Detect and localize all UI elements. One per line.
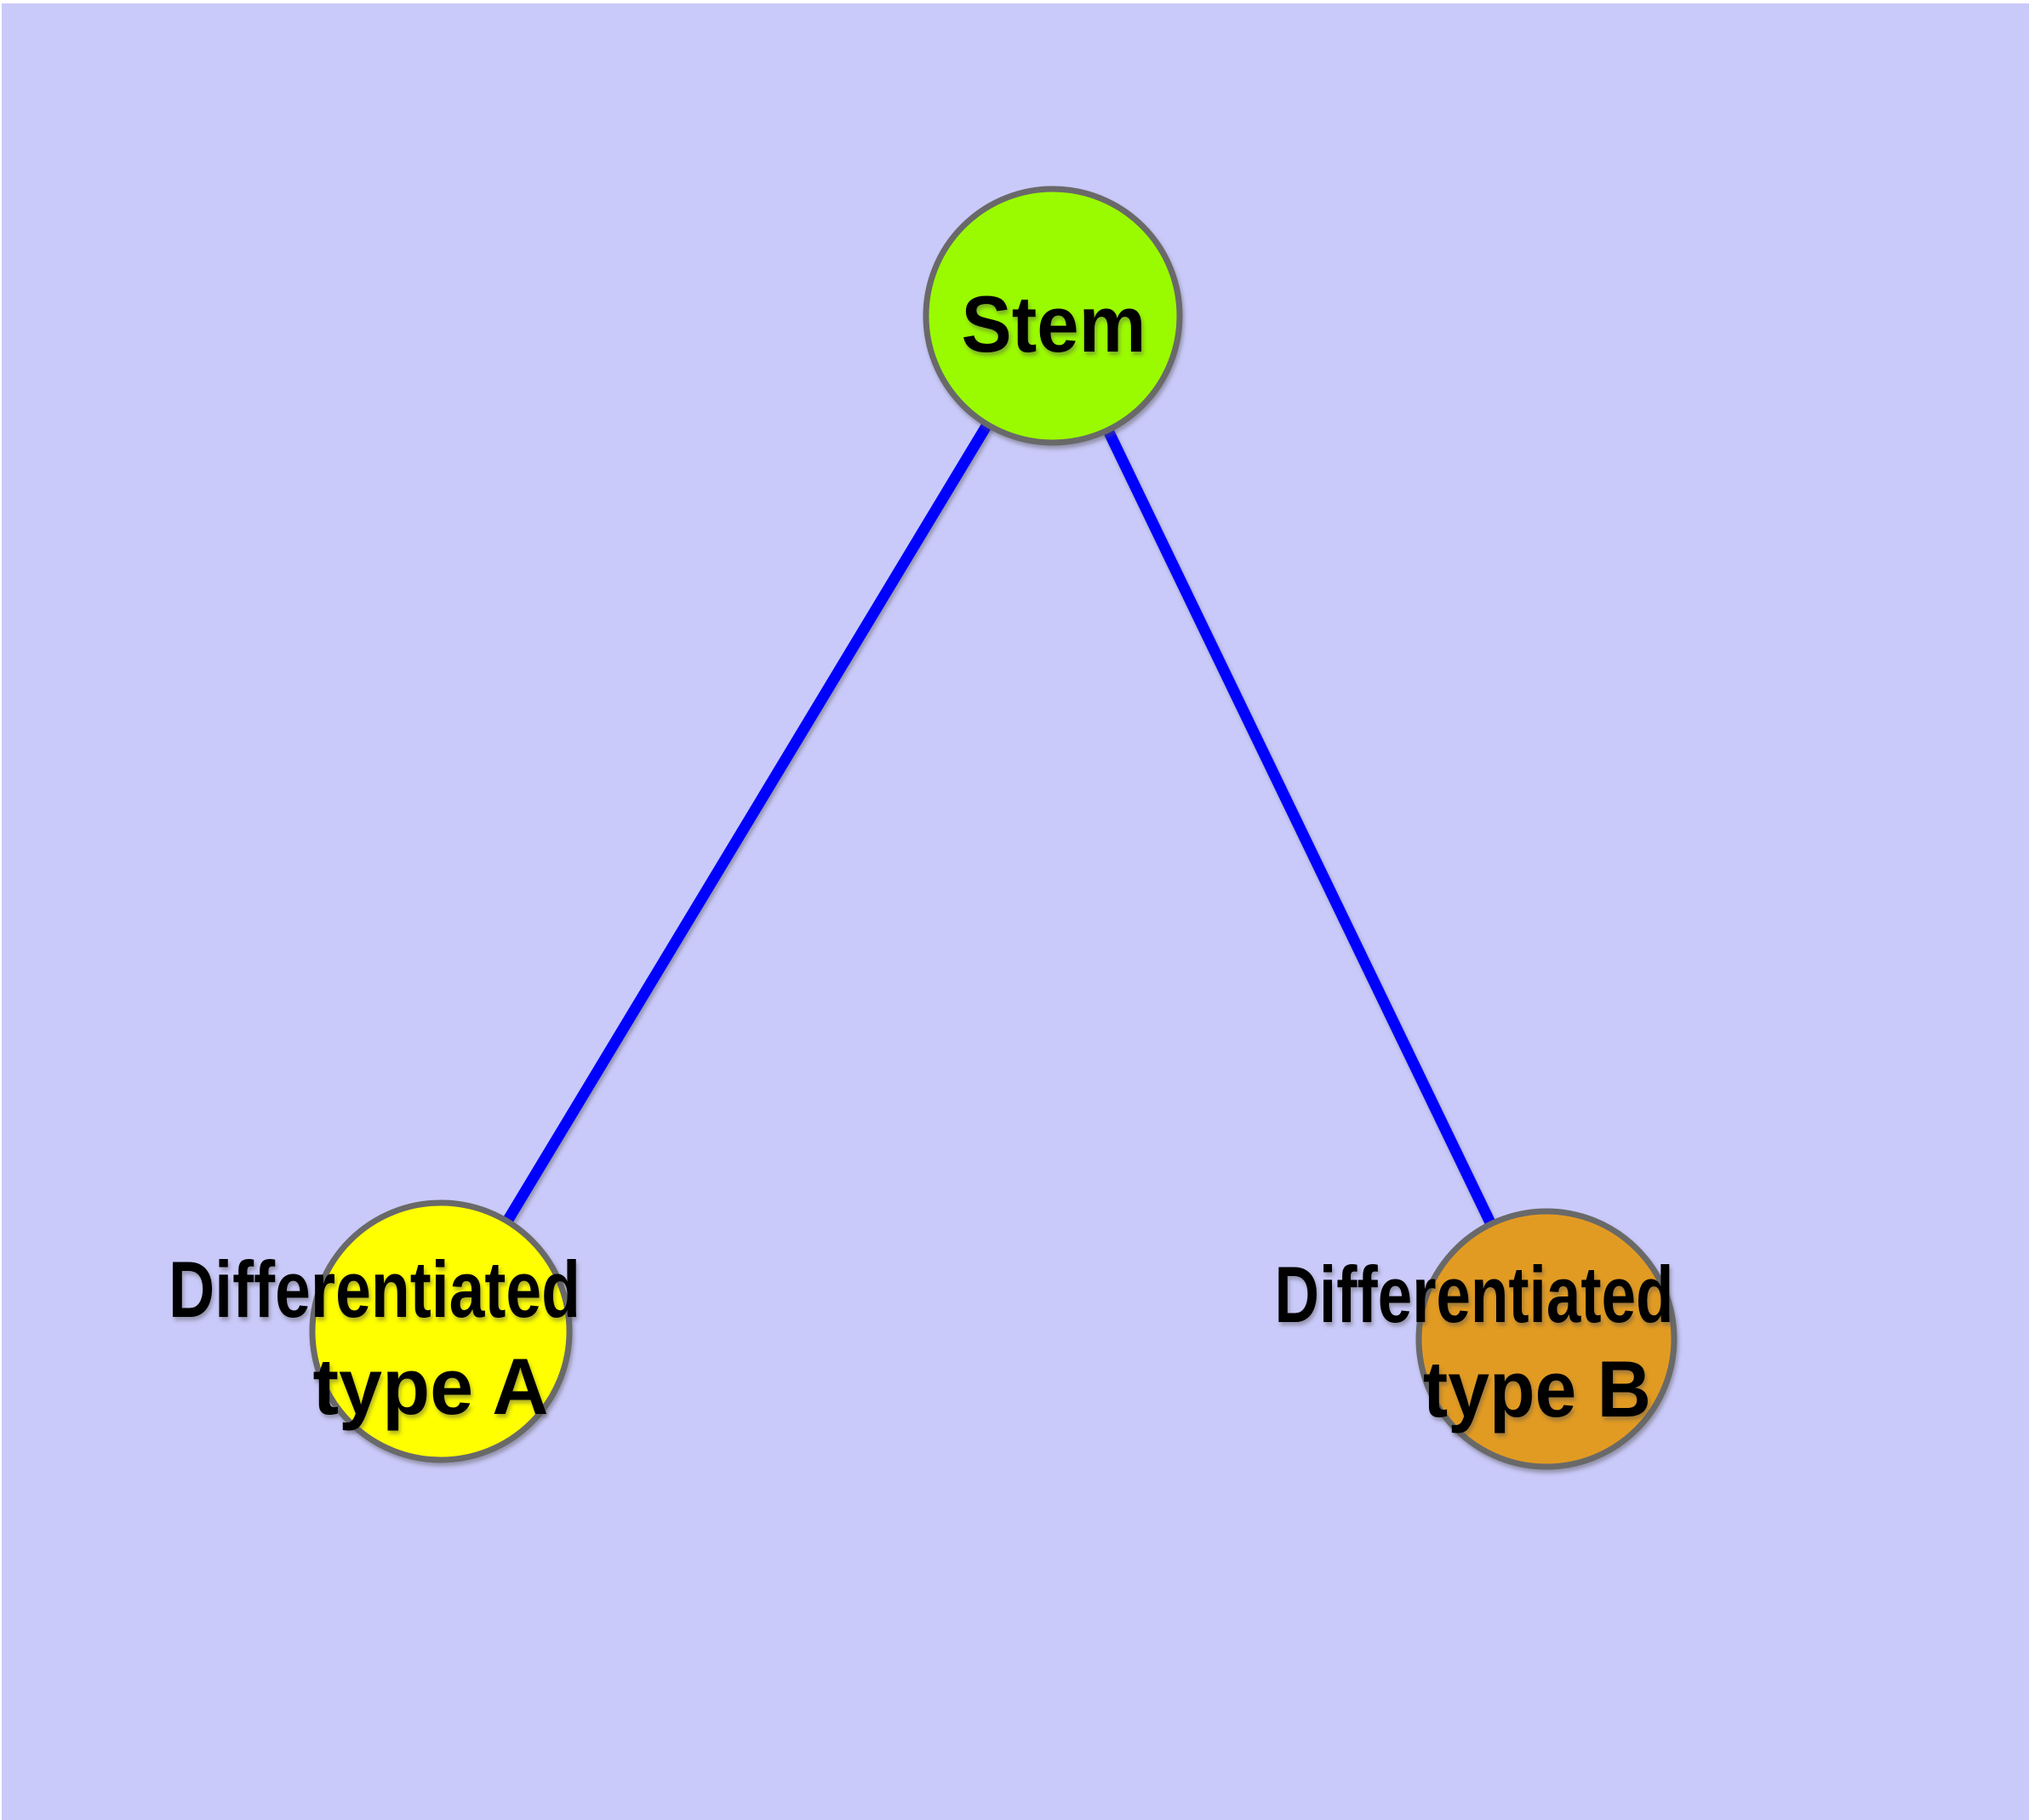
edge-stem-to-type-a [436,312,1058,1335]
node-type-b-label-line2: type B [1423,1344,1651,1434]
node-stem [923,186,1183,446]
node-stem-label: Stem [962,279,1146,369]
node-type-a-label-line2: type A [313,1342,549,1431]
node-type-b-label-line1: Differentiated [1275,1250,1674,1339]
edge-stem-to-type-b [1048,313,1552,1342]
node-group [309,186,1677,1470]
edge-group [436,312,1552,1342]
node-differentiated-type-b [1415,1208,1677,1470]
node-differentiated-type-a [309,1199,573,1463]
node-type-a-label-line1: Differentiated [169,1245,580,1334]
label-group: Stem Differentiated type A Differentiate… [169,279,1674,1434]
